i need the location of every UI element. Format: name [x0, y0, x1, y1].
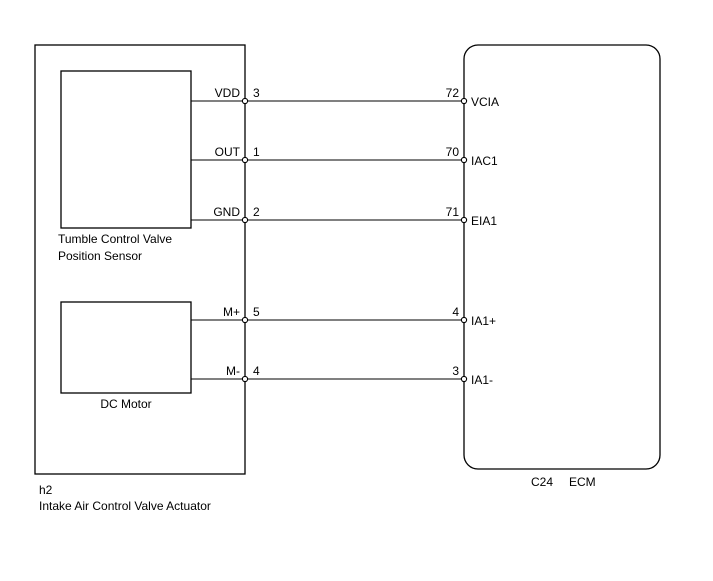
- wire-2-left-pin-dot: [241, 156, 249, 164]
- wire-1-left-pin: 3: [253, 86, 260, 100]
- actuator-name-label: Intake Air Control Valve Actuator: [39, 499, 211, 513]
- sensor-label-line2: Position Sensor: [58, 249, 142, 263]
- wire-5-left-pin-dot: [241, 375, 249, 383]
- wire-1-right-signal: VCIA: [471, 95, 499, 109]
- wire-4-right-pin: 4: [452, 305, 459, 319]
- wire-4-left-pin: 5: [253, 305, 260, 319]
- wire-3-left-pin: 2: [253, 205, 260, 219]
- wire-3-left-pin-dot: [241, 216, 249, 224]
- wire-1-right-pin-dot: [460, 97, 468, 105]
- sensor-label-line1: Tumble Control Valve: [58, 232, 172, 246]
- wire-4-left-pin-dot: [241, 316, 249, 324]
- ecm-box: [463, 44, 661, 470]
- wire-5-right-pin-dot: [460, 375, 468, 383]
- wire-5-right-signal: IA1-: [471, 373, 493, 387]
- wire-3-right-pin: 71: [446, 205, 460, 219]
- ecm-name-label: ECM: [569, 475, 596, 489]
- wire-2-left-pin: 1: [253, 145, 260, 159]
- wire-1-left-pin-dot: [241, 97, 249, 105]
- wire-4-right-signal: IA1+: [471, 314, 496, 328]
- ecm-connector-label: C24: [531, 475, 553, 489]
- dc-motor-box: [60, 301, 192, 394]
- wire-3-right-signal: EIA1: [471, 214, 497, 228]
- wire-4-left-signal: M+: [223, 305, 240, 319]
- wire-2-right-pin: 70: [446, 145, 460, 159]
- sensor-box: [60, 70, 192, 229]
- wire-5-left-pin: 4: [253, 364, 260, 378]
- wire-4-right-pin-dot: [460, 316, 468, 324]
- wire-5-left-signal: M-: [226, 364, 240, 378]
- wire-2-right-pin-dot: [460, 156, 468, 164]
- wire-5-right-pin: 3: [452, 364, 459, 378]
- actuator-connector-label: h2: [39, 483, 53, 497]
- wire-1-left-signal: VDD: [215, 86, 241, 100]
- wire-3-left-signal: GND: [213, 205, 240, 219]
- wire-2-right-signal: IAC1: [471, 154, 498, 168]
- wire-3-right-pin-dot: [460, 216, 468, 224]
- dc-motor-label: DC Motor: [100, 397, 151, 411]
- wire-2-left-signal: OUT: [215, 145, 241, 159]
- actuator-box: [34, 44, 246, 475]
- wire-1-right-pin: 72: [446, 86, 460, 100]
